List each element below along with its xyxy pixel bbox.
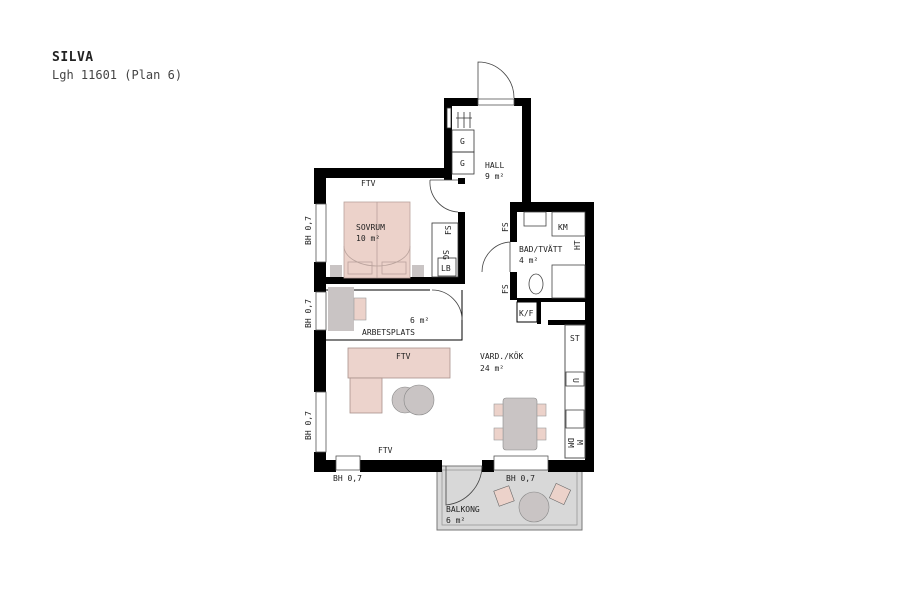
room-area-vardkok: 24 m² xyxy=(480,364,504,373)
bh-label: BH 0,7 xyxy=(304,411,313,440)
room-area-bad: 4 m² xyxy=(519,256,538,265)
room-name-sovrum: SOVRUM xyxy=(356,223,385,232)
room-area-arbetsplats: 6 m² xyxy=(410,316,429,325)
bh-label: BH 0,7 xyxy=(304,216,313,245)
fs-label: FS xyxy=(501,222,510,232)
room-name-balkong: BALKONG xyxy=(446,505,480,514)
km-label: KM xyxy=(558,223,568,232)
st-label: ST xyxy=(570,334,580,343)
bh-label: BH 0,7 xyxy=(506,474,535,483)
dm-label: DM xyxy=(566,438,575,448)
sg-label: SG xyxy=(441,250,450,260)
room-area-sovrum: 10 m² xyxy=(356,234,380,243)
dining-table xyxy=(502,397,538,451)
windows xyxy=(315,98,549,471)
room-name-vardkok: VARD./KÖK xyxy=(480,351,524,361)
doors xyxy=(429,61,515,506)
bh-label: BH 0,7 xyxy=(333,474,362,483)
ftv-label: FTV xyxy=(361,179,376,188)
room-area-hall: 9 m² xyxy=(485,172,504,181)
lb-label: LB xyxy=(441,264,451,273)
oven-label: U xyxy=(571,378,580,383)
apartment-subtitle: Lgh 11601 (Plan 6) xyxy=(52,68,183,82)
room-name-bad: BAD/TVÄTT xyxy=(519,244,563,254)
ht-label: HT xyxy=(573,240,582,250)
room-name-hall: HALL xyxy=(485,161,504,170)
closet-label: G xyxy=(460,159,465,168)
walls xyxy=(314,98,594,472)
ftv-label: FTV xyxy=(378,446,393,455)
project-title: SILVA xyxy=(52,50,94,65)
fs-label: FS xyxy=(501,284,510,294)
bh-label: BH 0,7 xyxy=(304,299,313,328)
room-area-balkong: 6 m² xyxy=(446,516,465,525)
ftv-label: FTV xyxy=(396,352,411,361)
closet-label: G xyxy=(460,137,465,146)
room-name-arbetsplats: ARBETSPLATS xyxy=(362,328,415,337)
sofa xyxy=(347,347,451,414)
desk xyxy=(328,287,354,331)
m-label: M xyxy=(575,440,584,445)
kf-label: K/F xyxy=(519,309,534,318)
fs-label: FS xyxy=(444,225,453,235)
